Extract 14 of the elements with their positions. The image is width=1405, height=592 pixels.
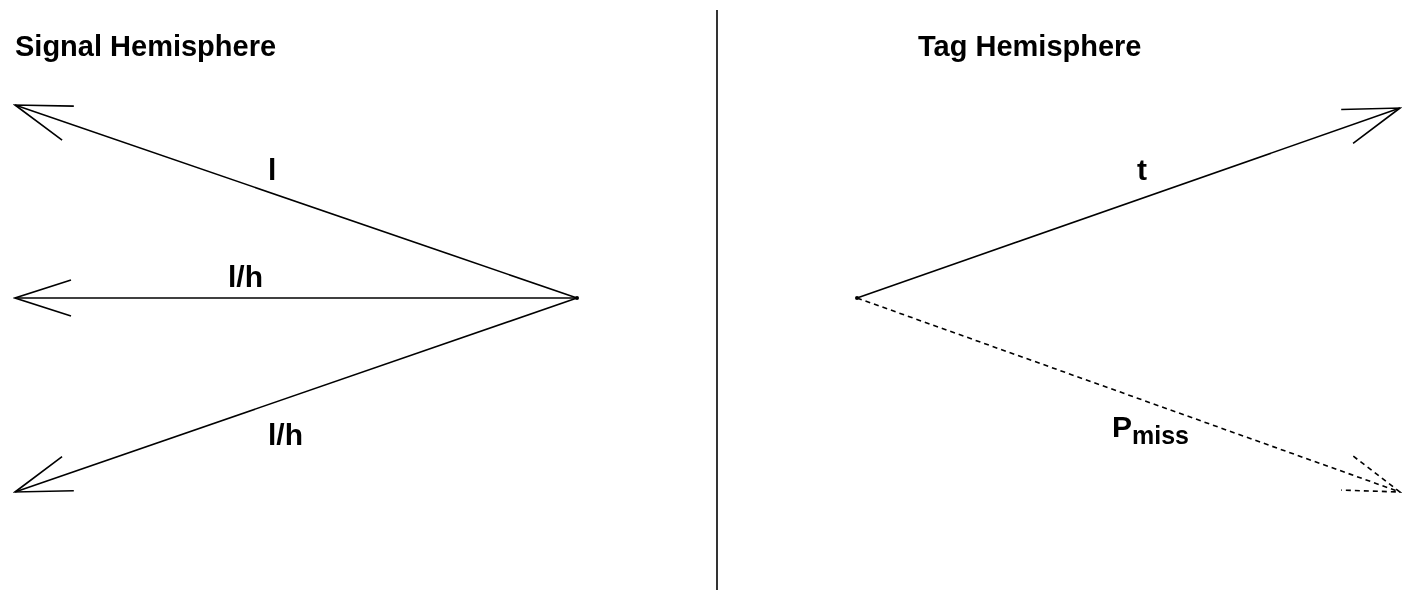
section-heading: Tag Hemisphere [918,32,1142,61]
edge-label: l [268,155,277,185]
edge-label: P$_{miss}$ [1112,412,1189,448]
edge-label: l/h [228,262,263,292]
arrow [14,297,578,493]
arrow [14,279,578,317]
vertex-point [855,296,859,300]
section-heading: Signal Hemisphere [15,32,277,61]
edge-label: l/h [268,420,303,450]
arrow [14,104,578,299]
vertex-point [575,296,579,300]
arrow [856,107,1401,299]
arrow [856,297,1401,493]
edge-label: t [1137,155,1147,185]
